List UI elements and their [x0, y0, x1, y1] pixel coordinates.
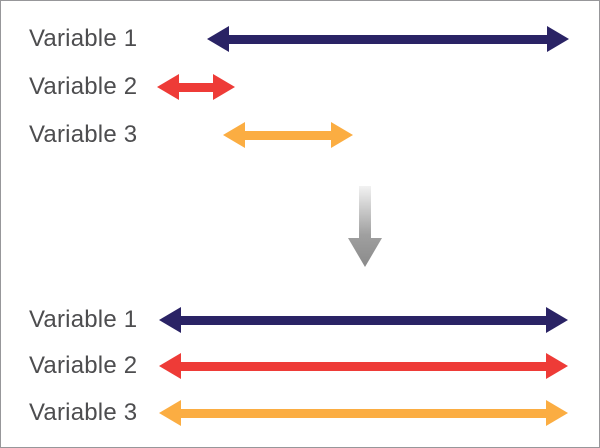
variable-row: Variable 2	[1, 74, 599, 100]
transform-down-arrow-icon	[348, 186, 382, 267]
arrow-right-head-icon	[546, 400, 568, 426]
range-arrow	[159, 353, 568, 379]
range-arrow	[159, 400, 568, 426]
arrow-right-head-icon	[331, 122, 353, 148]
arrow-left-head-icon	[157, 74, 179, 100]
arrow-left-head-icon	[159, 400, 181, 426]
range-arrow	[159, 307, 568, 333]
variable-label: Variable 3	[29, 121, 138, 148]
arrow-right-head-icon	[547, 26, 569, 52]
arrow-left-head-icon	[159, 353, 181, 379]
variable-label: Variable 3	[29, 399, 138, 426]
variable-label: Variable 1	[29, 25, 138, 52]
variable-row: Variable 3	[1, 122, 599, 148]
arrow-left-head-icon	[207, 26, 229, 52]
arrow-shaft	[178, 82, 214, 92]
range-arrow	[207, 26, 569, 52]
variable-row: Variable 1	[1, 26, 599, 52]
arrow-shaft	[180, 408, 547, 418]
arrow-right-head-icon	[546, 307, 568, 333]
variable-label: Variable 2	[29, 73, 138, 100]
variable-row: Variable 3	[1, 400, 599, 426]
arrow-shaft	[244, 130, 332, 140]
arrow-right-head-icon	[546, 353, 568, 379]
arrow-shaft	[228, 34, 548, 44]
variable-row: Variable 1	[1, 307, 599, 333]
range-arrow	[223, 122, 353, 148]
arrow-shaft	[180, 361, 547, 371]
variable-label: Variable 1	[29, 306, 138, 333]
arrow-right-head-icon	[213, 74, 235, 100]
variable-label: Variable 2	[29, 352, 138, 379]
arrow-left-head-icon	[223, 122, 245, 148]
variable-row: Variable 2	[1, 353, 599, 379]
arrow-left-head-icon	[159, 307, 181, 333]
range-arrow	[157, 74, 235, 100]
arrow-shaft	[180, 315, 547, 325]
